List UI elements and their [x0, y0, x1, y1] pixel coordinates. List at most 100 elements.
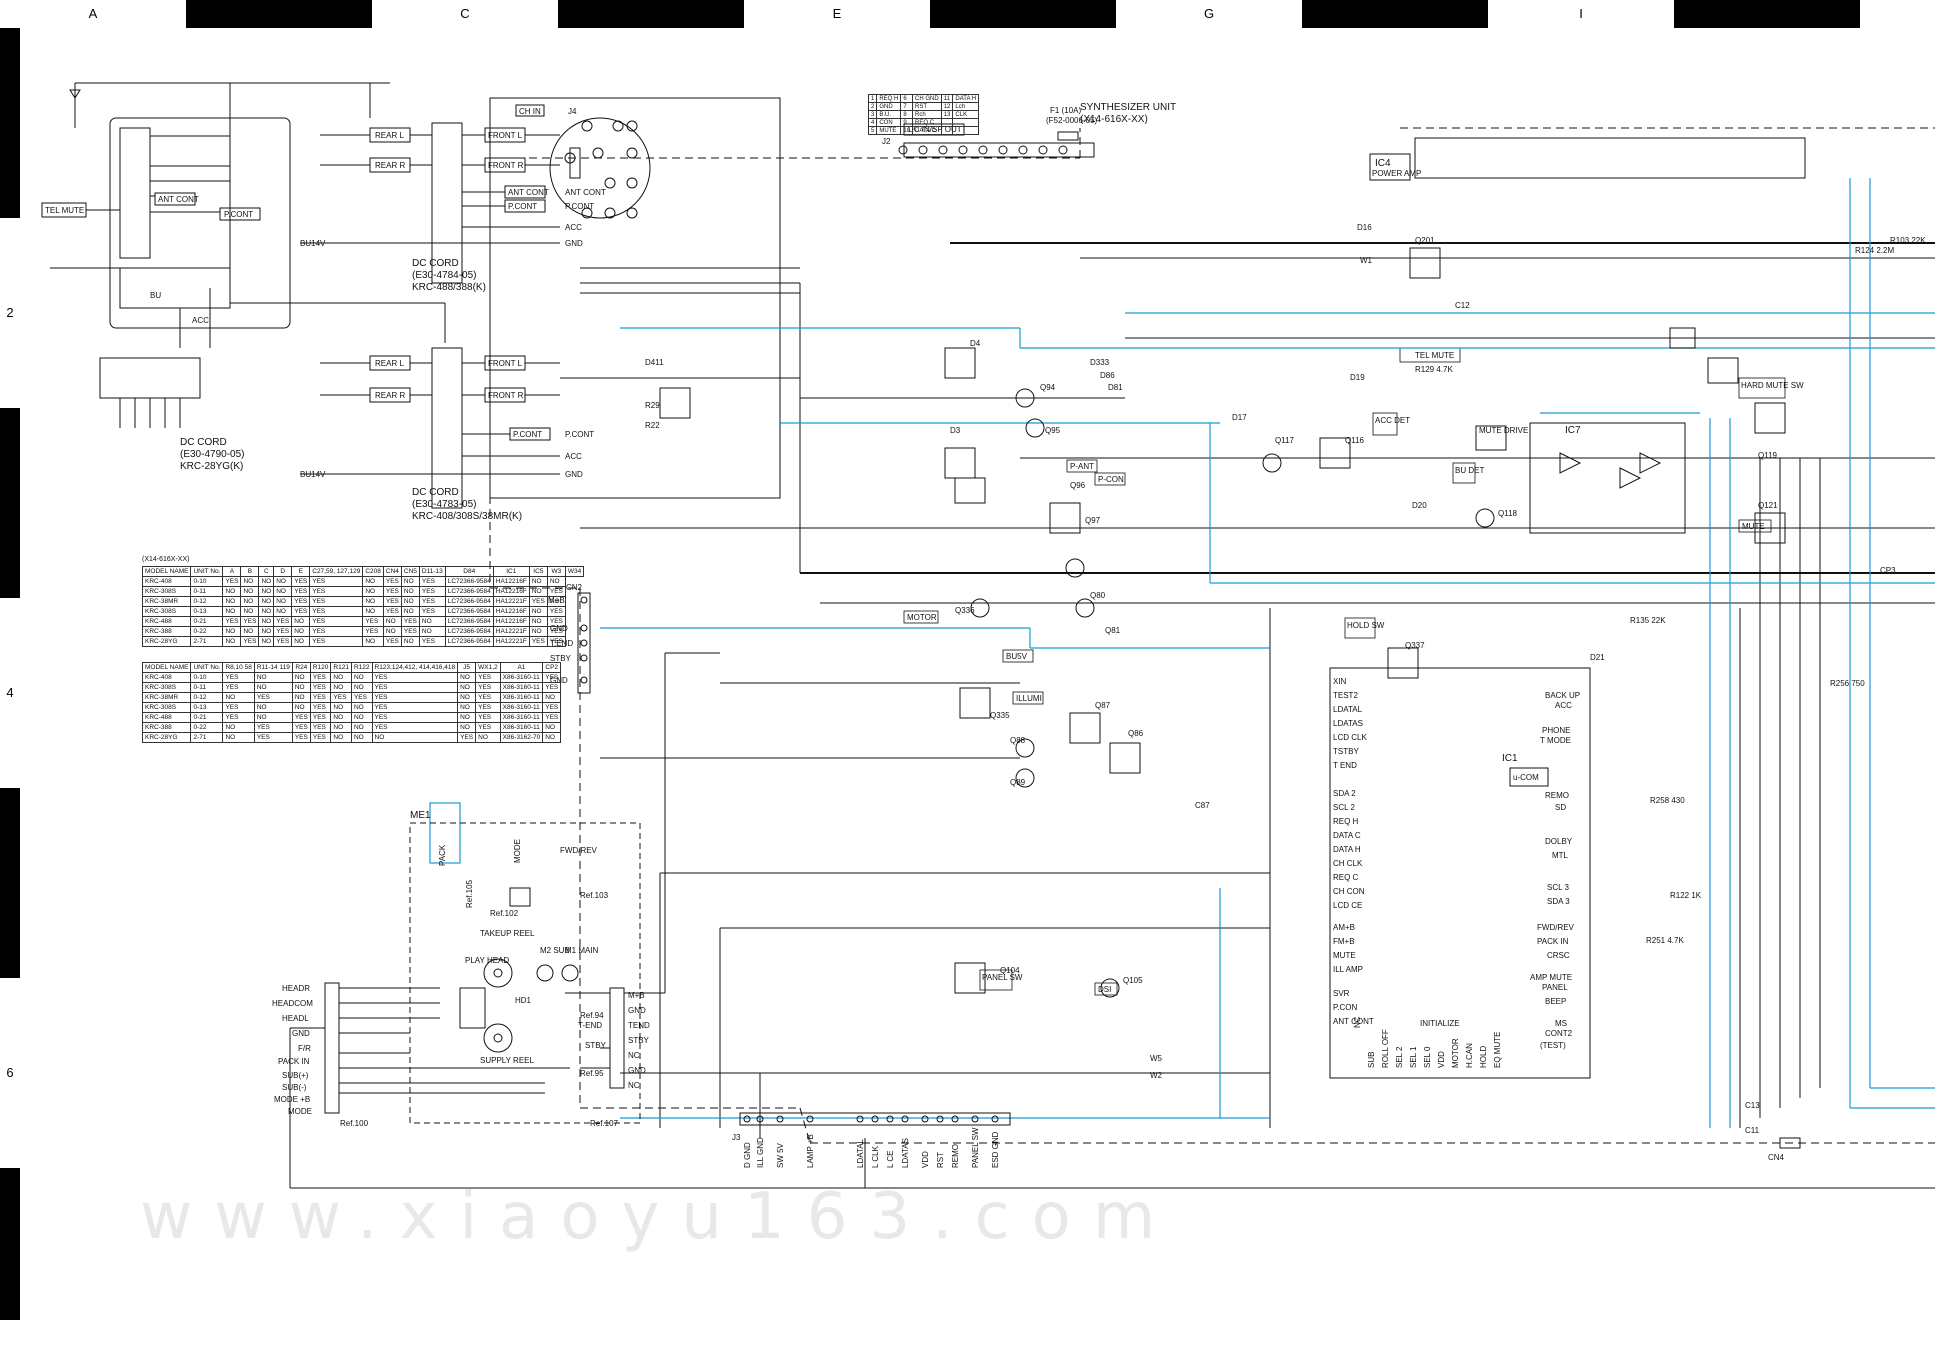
table-cell	[952, 118, 980, 127]
table-header-cell: CN5	[400, 566, 420, 577]
ic1-pin-mute: MUTE	[1333, 951, 1356, 960]
ic1-pin-lcd-ce: LCD CE	[1333, 901, 1362, 910]
table-cell: NO	[330, 682, 352, 693]
table-cell: HA12216F	[492, 606, 530, 617]
synth-title: SYNTHESIZER UNIT (X14-616X-XX)	[1080, 102, 1176, 125]
col-b: B	[186, 0, 372, 28]
table-header-cell: R120	[309, 662, 332, 673]
table-cell: DATA H	[952, 94, 980, 103]
ic1-pin-phone: PHONE	[1542, 726, 1570, 735]
cn2-connector	[577, 592, 591, 694]
table-cell: KRC-488	[141, 616, 192, 627]
table-cell: YES	[222, 682, 255, 693]
mech-ref102: Ref.102	[490, 909, 519, 918]
j3-pin-sw5v: SW 5V	[776, 1142, 785, 1168]
ic1-pin-ldatal: LDATAL	[1333, 705, 1363, 714]
table-cell: YES	[418, 586, 446, 597]
acc-label-1: ACC	[192, 316, 209, 325]
label-q104: Q104	[1000, 966, 1020, 975]
table-cell: YES	[475, 702, 501, 713]
table-cell: NO	[362, 576, 384, 587]
table-cell: 0-10	[190, 576, 224, 587]
ic1-pin-fwd-rev: FWD/REV	[1537, 923, 1575, 932]
table-cell: NO	[350, 682, 373, 693]
table-cell: YES	[546, 636, 566, 647]
table-cell: 11	[940, 94, 954, 103]
cord2-model: KRC-408/308S/38MR(K)	[412, 511, 522, 522]
table-cell: YES	[362, 626, 384, 637]
row-5: 5	[0, 788, 20, 978]
table-cell	[952, 126, 980, 135]
ic1-pin-cont2: CONT2	[1545, 1029, 1573, 1038]
col-f: F	[930, 0, 1116, 28]
label-r185: R129 4.7K	[1415, 365, 1453, 374]
dc-cord-krc28yg	[41, 82, 390, 428]
table-cell: NO	[240, 586, 260, 597]
table-cell: YES	[418, 576, 446, 587]
table-cell: YES	[330, 692, 352, 703]
table-cell: 6	[900, 94, 914, 103]
ic1-pin-sel0: SEL 0	[1423, 1046, 1432, 1068]
table-cell: YES	[222, 702, 255, 713]
cn4-label: CN4	[1768, 1153, 1785, 1162]
table-cell: 13	[940, 110, 954, 119]
table-cell: GND	[876, 102, 902, 111]
label-d411: R29	[645, 401, 660, 410]
table-cell: NO	[330, 702, 352, 713]
table-cell: KRC-308S	[141, 702, 192, 713]
table-cell: NO	[258, 616, 275, 627]
ant-cont-box-1: ANT CONT	[508, 188, 549, 197]
mech-ref107: Ref.107	[590, 1119, 619, 1128]
ic1-pin-sel2: SEL 2	[1395, 1046, 1404, 1068]
front-r-label-1: FRONT R	[488, 161, 524, 170]
table-cell: NO	[457, 692, 477, 703]
table-cell: YES	[542, 682, 562, 693]
table-cell: YES	[542, 702, 562, 713]
table-cell: NO	[222, 596, 242, 607]
mech-mode: MODE	[513, 839, 522, 863]
front-l-label-2: FRONT L	[488, 359, 523, 368]
ic1-pin-vdd: VDD	[1437, 1051, 1446, 1068]
ic1-pin-ch-clk: CH CLK	[1333, 859, 1363, 868]
table-header-cell: B	[240, 566, 260, 577]
table-header-cell: R8,10 58	[222, 662, 255, 673]
label-d4: D4	[970, 339, 981, 348]
table-cell: YES	[371, 702, 459, 713]
table-cell: YES	[475, 712, 501, 723]
ic1-pin-mtl: MTL	[1552, 851, 1569, 860]
table-cell: YES	[418, 596, 446, 607]
table-cell: NO	[222, 626, 242, 637]
ic1-pin-fm-b: FM+B	[1333, 937, 1355, 946]
ic1-pin-t-end: T END	[1333, 761, 1357, 770]
block-mute: MUTE	[1742, 522, 1765, 531]
table-cell: NO	[382, 616, 402, 627]
table-cell: YES	[253, 732, 293, 743]
table-cell: NO	[371, 732, 459, 743]
table-cell: NO	[222, 586, 242, 597]
mech-pin-gnd: GND	[292, 1029, 310, 1038]
bu14v-label-1: BU14V	[300, 239, 326, 248]
mech-pin-sub-minus: SUB(-)	[282, 1083, 307, 1092]
table-cell: YES	[546, 626, 566, 637]
table-cell: 1	[867, 94, 878, 103]
table-cell: NO	[542, 732, 562, 743]
acc-right-1: ACC	[565, 223, 582, 232]
ic7-name: MUTE DRIVE	[1479, 426, 1528, 435]
table-header-cell: W34	[564, 566, 585, 577]
table-cell: YES	[309, 732, 332, 743]
ic1-pin-scl3: SCL 3	[1547, 883, 1569, 892]
table-cell: YES	[350, 692, 373, 703]
table-cell: NO	[258, 606, 275, 617]
table-cell: NO	[350, 672, 373, 683]
table-header-cell: E	[291, 566, 311, 577]
ic1-pin-sda2: SDA 2	[1333, 789, 1356, 798]
table-cell: KRC-408	[141, 576, 192, 587]
table-cell: NO	[273, 606, 293, 617]
transistors	[970, 388, 1495, 998]
row-side-bar: 1 2 3 4 5 6 7	[0, 28, 20, 1320]
